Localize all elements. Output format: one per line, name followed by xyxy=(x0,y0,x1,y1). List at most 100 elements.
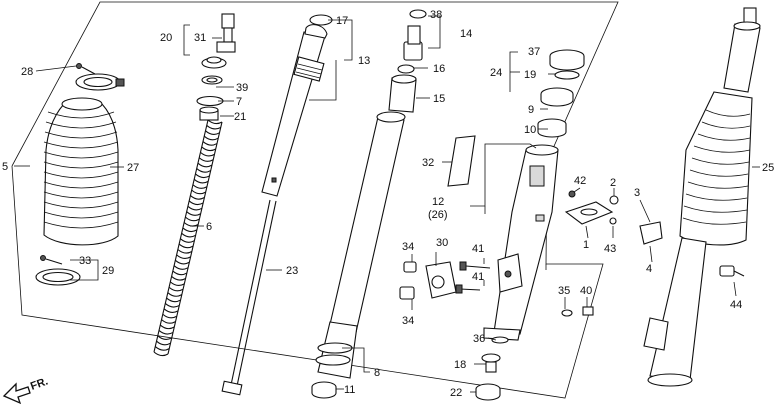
spring-coil xyxy=(200,151,215,157)
spring-coil xyxy=(201,146,216,152)
spring-coil xyxy=(162,313,178,319)
fork-outer-slider[interactable] xyxy=(315,111,406,379)
front-direction-label: FR. xyxy=(29,375,50,392)
spring-coil xyxy=(167,292,183,297)
part-label-20: 20 xyxy=(160,32,172,44)
spring-coil xyxy=(198,157,214,162)
part-label-18: 18 xyxy=(454,359,466,371)
mount-bolts[interactable] xyxy=(399,261,491,300)
part-label-22: 22 xyxy=(450,387,462,399)
part-label-43: 43 xyxy=(604,243,616,255)
leader-lines xyxy=(14,15,760,393)
spring-coil xyxy=(153,351,169,357)
part-label-15: 15 xyxy=(433,93,445,105)
part-label-28: 28 xyxy=(21,66,33,78)
part-label-1: 1 xyxy=(583,239,589,251)
part-label-9: 9 xyxy=(528,104,534,116)
part-label-27: 27 xyxy=(127,162,139,174)
part-label-4: 4 xyxy=(646,263,652,275)
small-hardware[interactable] xyxy=(475,306,594,401)
part-label-39: 39 xyxy=(236,82,248,94)
part-label-25: 25 xyxy=(762,162,774,174)
spring-coil xyxy=(154,346,170,351)
part-label-41-lower: 41 xyxy=(472,271,484,283)
fork-cap-bolt[interactable] xyxy=(201,13,236,85)
spring-coil xyxy=(196,168,211,173)
fork-boot-left[interactable] xyxy=(43,97,119,246)
spring-coil xyxy=(207,119,223,125)
spring-coil xyxy=(173,265,189,270)
lower-fork-slider[interactable] xyxy=(483,144,559,341)
spring-coil xyxy=(183,222,199,227)
fork-spring[interactable] xyxy=(153,119,223,357)
part-label-2: 2 xyxy=(610,177,616,189)
spring-coil xyxy=(182,227,198,233)
part-label-41-upper: 41 xyxy=(472,243,484,255)
part-label-24: 24 xyxy=(490,67,502,79)
bottom-slider-ring[interactable] xyxy=(311,381,337,399)
guide-bushing[interactable] xyxy=(388,74,417,113)
spring-coil xyxy=(185,216,200,222)
rebound-valve[interactable] xyxy=(397,9,427,74)
part-label-34-upper: 34 xyxy=(402,241,414,253)
part-label-36: 36 xyxy=(473,333,485,345)
spring-coil xyxy=(191,189,206,195)
axle-holder-bracket[interactable] xyxy=(425,261,457,299)
part-label-21: 21 xyxy=(234,111,246,123)
spring-coil xyxy=(186,211,201,216)
spring-coil xyxy=(172,270,188,276)
part-label-44: 44 xyxy=(730,299,742,311)
part-label-14: 14 xyxy=(460,28,472,40)
spring-coil xyxy=(187,205,203,211)
spring-coil xyxy=(180,238,195,243)
boot-bottom-clamp[interactable] xyxy=(35,255,81,286)
damper-rod[interactable] xyxy=(221,199,277,396)
spring-coil xyxy=(193,178,209,184)
part-label-38: 38 xyxy=(430,9,442,21)
part-label-3: 3 xyxy=(634,187,640,199)
part-label-6: 6 xyxy=(206,221,212,233)
part-label-33: 33 xyxy=(79,255,91,267)
spring-coil xyxy=(206,124,222,130)
reservoir-sleeve[interactable] xyxy=(447,135,476,187)
part-label-23: 23 xyxy=(286,265,298,277)
part-label-26: (26) xyxy=(428,209,448,221)
part-label-42: 42 xyxy=(574,175,586,187)
part-label-10: 10 xyxy=(524,124,536,136)
assembled-fork-right[interactable] xyxy=(643,7,761,387)
part-label-40: 40 xyxy=(580,285,592,297)
spring-coil xyxy=(159,324,175,330)
part-label-31: 31 xyxy=(194,32,206,44)
boot-top-clamp[interactable] xyxy=(75,63,125,91)
part-label-17: 17 xyxy=(336,15,348,27)
part-label-34-lower: 34 xyxy=(402,315,414,327)
part-label-11: 11 xyxy=(344,384,355,396)
spring-coil xyxy=(168,286,184,292)
part-label-30: 30 xyxy=(436,237,448,249)
spring-coil xyxy=(161,319,176,324)
part-number-labels: 5 27 6 20 31 28 39 7 21 33 29 17 13 23 8… xyxy=(2,9,774,399)
spring-coil xyxy=(195,173,210,179)
spring-collar[interactable] xyxy=(196,95,224,121)
fork-inner-tube[interactable] xyxy=(261,24,328,197)
spring-coil xyxy=(176,254,191,260)
spring-coil xyxy=(156,340,171,346)
bolt-44[interactable] xyxy=(719,265,745,277)
part-label-7: 7 xyxy=(236,96,242,108)
part-label-13: 13 xyxy=(358,55,370,67)
part-label-29: 29 xyxy=(102,265,114,277)
spring-coil xyxy=(166,297,181,303)
brake-hose-guide[interactable] xyxy=(564,190,663,245)
spring-coil xyxy=(197,162,213,168)
seal-stack[interactable] xyxy=(537,49,585,138)
spring-coil xyxy=(177,249,193,254)
front-direction-arrow: FR. xyxy=(2,375,50,405)
spring-coil xyxy=(157,335,173,340)
part-label-37: 37 xyxy=(528,46,540,58)
spring-coil xyxy=(205,130,220,135)
part-label-12: 12 xyxy=(432,196,444,208)
part-label-5: 5 xyxy=(2,161,8,173)
spring-coil xyxy=(190,195,205,200)
spring-coil xyxy=(174,259,190,265)
